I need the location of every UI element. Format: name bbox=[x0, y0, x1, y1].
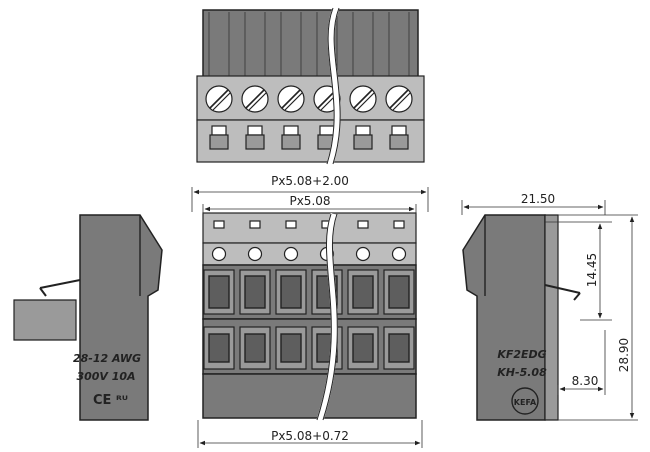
front-view-hole-band bbox=[202, 242, 417, 266]
front-view-screw-holes bbox=[211, 246, 407, 262]
screw-slot bbox=[281, 89, 301, 109]
dim-side-total-height: 28.90 bbox=[617, 338, 631, 372]
top-clamp bbox=[319, 125, 335, 136]
top-view-lower-band bbox=[196, 119, 425, 163]
wire-entry bbox=[244, 275, 266, 309]
left-side-view: 28-12 AWG 300V 10A CE ᴿᵁ bbox=[13, 214, 163, 421]
front-view-wire-entries bbox=[203, 269, 415, 315]
top-view-screws bbox=[205, 85, 413, 113]
front-view-lower-body bbox=[202, 318, 417, 375]
kefa-logo-text: KEFA bbox=[514, 398, 537, 407]
right-side-view: KF2EDG KH-5.08 KEFA bbox=[462, 214, 581, 421]
socket bbox=[352, 333, 374, 363]
front-view-base bbox=[202, 373, 417, 419]
top-view-housing bbox=[202, 9, 419, 78]
front-pin bbox=[393, 220, 405, 229]
front-dimensions: Px5.08+2.00 Px5.08 Px5.08+0.72 bbox=[191, 174, 429, 448]
wire-entry bbox=[208, 275, 230, 309]
dim-side-mid-height: 14.45 bbox=[585, 253, 599, 287]
top-clamp-body bbox=[353, 134, 373, 150]
top-clamp bbox=[391, 125, 407, 136]
top-clamp-body bbox=[281, 134, 301, 150]
front-view-top-band bbox=[202, 212, 417, 244]
wire-entry bbox=[280, 275, 302, 309]
top-clamp bbox=[355, 125, 371, 136]
side-dimensions: 21.50 14.45 28.90 8.30 bbox=[461, 192, 638, 421]
ce-mark-icon: CE bbox=[93, 393, 111, 408]
socket bbox=[388, 333, 410, 363]
socket bbox=[244, 333, 266, 363]
screw-hole-icon bbox=[283, 246, 299, 262]
kefa-logo-icon bbox=[511, 387, 539, 415]
front-pin bbox=[249, 220, 261, 229]
left-wire-range: 28-12 AWG bbox=[73, 352, 141, 365]
top-clamp bbox=[211, 125, 227, 136]
front-pin bbox=[213, 220, 225, 229]
screw-slot bbox=[212, 92, 231, 111]
dim-bottom-width: Px5.08+0.72 bbox=[271, 429, 349, 443]
left-housing bbox=[79, 214, 163, 421]
front-view bbox=[202, 212, 417, 422]
right-housing bbox=[462, 214, 546, 421]
screw-hole-icon bbox=[247, 246, 263, 262]
screw-hole-icon bbox=[391, 246, 407, 262]
top-clamp-body bbox=[209, 134, 229, 150]
right-series: KH-5.08 bbox=[497, 366, 547, 379]
dim-top-width: Px5.08+2.00 bbox=[271, 174, 349, 188]
ul-mark-icon: ᴿᵁ bbox=[116, 393, 128, 407]
front-pin bbox=[357, 220, 369, 229]
wire-entry bbox=[352, 275, 374, 309]
screw-slot bbox=[284, 92, 303, 111]
top-clamp-body bbox=[389, 134, 409, 150]
dim-pitch: Px5.08 bbox=[289, 194, 330, 208]
top-view bbox=[196, 6, 425, 166]
left-pin-block bbox=[13, 299, 77, 341]
dim-side-depth: 21.50 bbox=[521, 192, 555, 206]
right-back-plate bbox=[544, 214, 559, 421]
screw-slot bbox=[245, 89, 265, 109]
top-clamp bbox=[283, 125, 299, 136]
dim-side-bottom-offset: 8.30 bbox=[572, 374, 599, 388]
top-view-clamps bbox=[209, 125, 409, 150]
top-clamp-body bbox=[245, 134, 265, 150]
left-rating: 300V 10A bbox=[76, 370, 135, 383]
screw-slot bbox=[209, 89, 229, 109]
socket bbox=[280, 333, 302, 363]
screw-hole-icon bbox=[211, 246, 227, 262]
wire-entry bbox=[388, 275, 410, 309]
front-pin bbox=[285, 220, 297, 229]
screw-slot bbox=[389, 89, 409, 109]
screw-slot bbox=[353, 89, 373, 109]
front-view-pins bbox=[213, 220, 405, 229]
screw-hole-icon bbox=[355, 246, 371, 262]
screw-slot bbox=[356, 92, 375, 111]
socket bbox=[208, 333, 230, 363]
top-view-slots bbox=[208, 12, 410, 76]
right-model: KF2EDG bbox=[497, 348, 546, 361]
screw-slot bbox=[248, 92, 267, 111]
screw-slot bbox=[392, 92, 411, 111]
top-clamp bbox=[247, 125, 263, 136]
